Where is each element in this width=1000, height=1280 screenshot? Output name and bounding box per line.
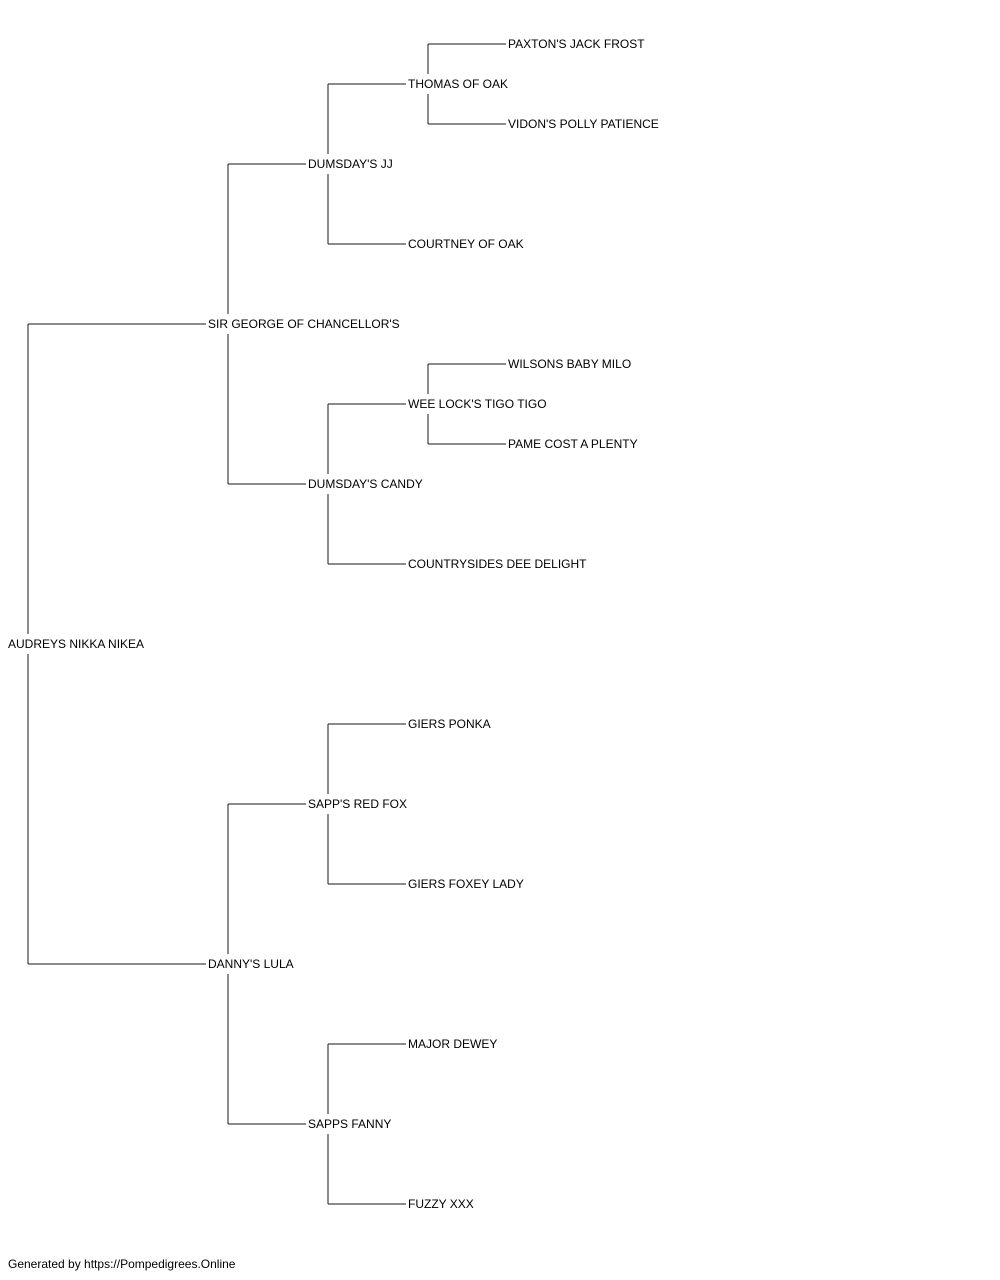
pedigree-name-label: FUZZY XXX (408, 1197, 474, 1211)
pedigree-name-label: SIR GEORGE OF CHANCELLOR'S (208, 317, 400, 331)
pedigree-name-label: COURTNEY OF OAK (408, 237, 524, 251)
pedigree-name-label: PAXTON'S JACK FROST (508, 37, 645, 51)
pedigree-name-label: SAPPS FANNY (308, 1117, 391, 1131)
pedigree-name-label: GIERS PONKA (408, 717, 491, 731)
pedigree-name-label: THOMAS OF OAK (408, 77, 508, 91)
pedigree-name-label: COUNTRYSIDES DEE DELIGHT (408, 557, 587, 571)
pedigree-name-label: SAPP'S RED FOX (308, 797, 407, 811)
pedigree-name-label: MAJOR DEWEY (408, 1037, 497, 1051)
pedigree-connectors (27, 43, 506, 1205)
pedigree-name-label: DANNY'S LULA (208, 957, 294, 971)
generated-by-footer: Generated by https://Pompedigrees.Online (8, 1257, 236, 1271)
pedigree-name-label: GIERS FOXEY LADY (408, 877, 524, 891)
pedigree-name-label: DUMSDAY'S JJ (308, 157, 393, 171)
pedigree-name-label: WEE LOCK'S TIGO TIGO (408, 397, 547, 411)
pedigree-labels: AUDREYS NIKKA NIKEA SIR GEORGE OF CHANCEL… (8, 37, 659, 1211)
pedigree-name-label: PAME COST A PLENTY (508, 437, 638, 451)
pedigree-name-label: DUMSDAY'S CANDY (308, 477, 423, 491)
pedigree-name-label: AUDREYS NIKKA NIKEA (8, 637, 144, 651)
pedigree-name-label: VIDON'S POLLY PATIENCE (508, 117, 659, 131)
pedigree-name-label: WILSONS BABY MILO (508, 357, 631, 371)
